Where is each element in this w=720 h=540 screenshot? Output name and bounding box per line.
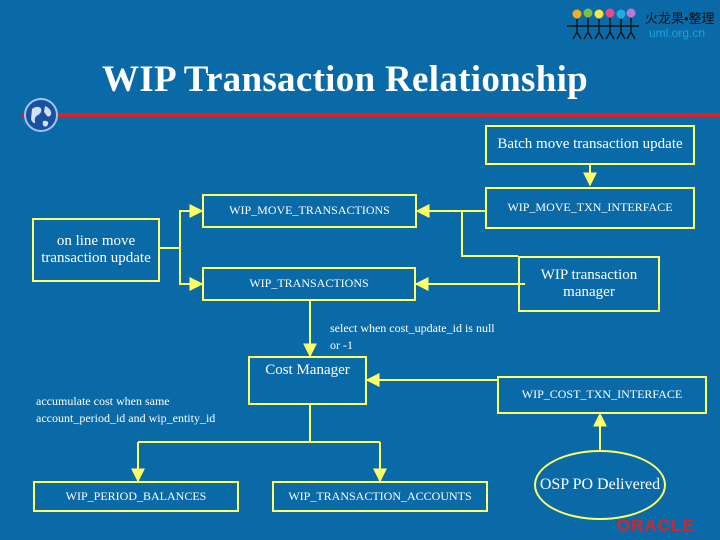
accumulate-cost-note: accumulate cost when same account_period… bbox=[36, 394, 216, 425]
wip-move-txn-interface-box: WIP_MOVE_TXN_INTERFACE bbox=[485, 187, 695, 229]
wip-move-transactions-box: WIP_MOVE_TRANSACTIONS bbox=[202, 194, 417, 228]
oracle-logo: ORACLE bbox=[617, 516, 695, 535]
wip-transactions-box: WIP_TRANSACTIONS bbox=[202, 267, 416, 301]
wip-transaction-manager-box: WIP transaction manager bbox=[518, 256, 660, 312]
wip-period-balances-box: WIP_PERIOD_BALANCES bbox=[33, 481, 239, 512]
online-move-box: on line move transaction update bbox=[32, 218, 160, 282]
osp-po-delivered-box: OSP PO Delivered bbox=[534, 450, 666, 520]
cost-manager-box: Cost Manager bbox=[248, 356, 367, 405]
batch-move-box: Batch move transaction update bbox=[485, 125, 695, 165]
select-condition-note: select when cost_update_id is null or -1 bbox=[330, 321, 495, 352]
site-logo: 火龙果•整理 uml.org.cn bbox=[565, 6, 715, 42]
logo-chinese-text: 火龙果•整理 bbox=[645, 11, 715, 26]
wip-transaction-accounts-box: WIP_TRANSACTION_ACCOUNTS bbox=[272, 481, 488, 512]
logo-figures-icon bbox=[567, 8, 639, 40]
logo-url: uml.org.cn bbox=[649, 26, 706, 40]
wip-cost-txn-interface-box: WIP_COST_TXN_INTERFACE bbox=[497, 376, 707, 414]
globe-icon bbox=[24, 98, 58, 132]
title-underline bbox=[22, 113, 720, 117]
page-title: WIP Transaction Relationship bbox=[101, 59, 589, 100]
